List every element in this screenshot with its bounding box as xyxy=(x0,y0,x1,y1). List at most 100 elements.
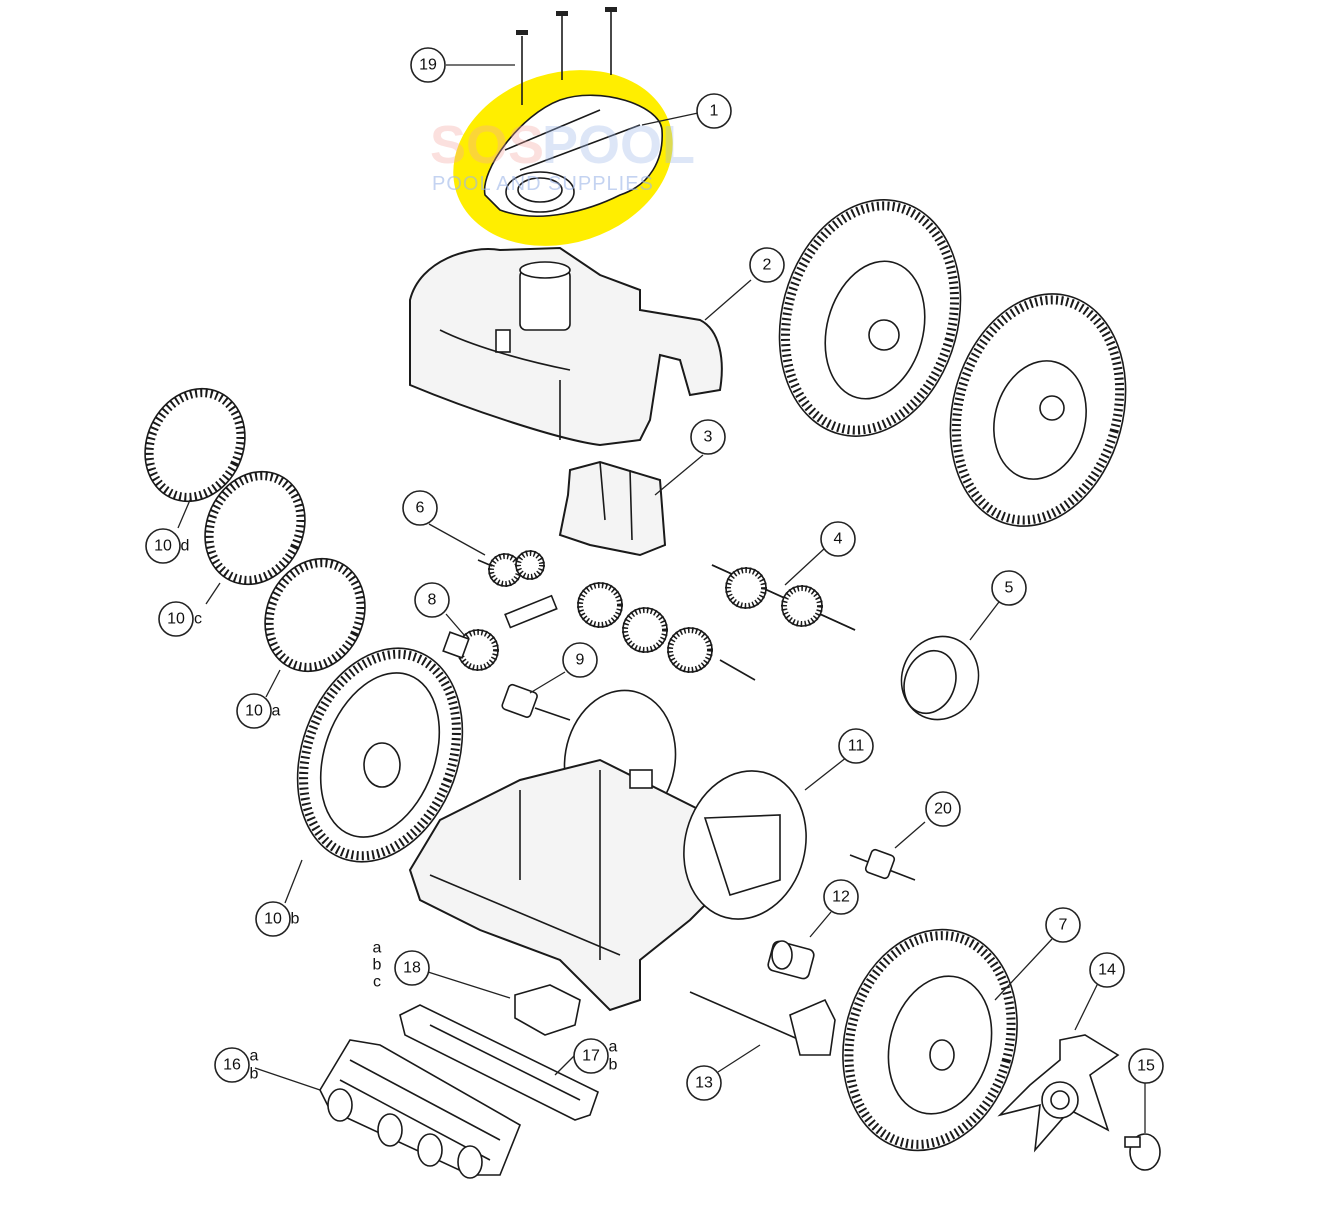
callout-suffix: a xyxy=(373,940,382,957)
leader-lines xyxy=(177,64,1146,1133)
callout-number: 18 xyxy=(403,960,421,977)
top-cover-part-1 xyxy=(483,94,663,217)
callout-circle xyxy=(823,879,859,915)
tire-ring-part-10d xyxy=(144,387,246,503)
callout-circle xyxy=(749,247,785,283)
callout-19: 19 xyxy=(410,47,446,83)
callout-2: 2 xyxy=(749,247,785,283)
tire-ring-part-10a xyxy=(264,557,366,673)
callout-5: 5 xyxy=(991,570,1027,606)
callout-number: 4 xyxy=(834,531,843,548)
callout-7: 7 xyxy=(1045,907,1081,943)
callout-10a: 10 a xyxy=(236,693,281,729)
callout-circle xyxy=(1128,1048,1164,1084)
callout-number: 11 xyxy=(848,738,865,755)
pivot-part-20 xyxy=(849,848,916,881)
callout-circle xyxy=(158,601,194,637)
callout-number: 15 xyxy=(1137,1058,1155,1075)
callout-20: 20 xyxy=(925,791,961,827)
watermark-logo: SOS POOL POOL AND SUPPLIES xyxy=(430,115,695,195)
callout-circle xyxy=(214,1047,250,1083)
axle-part-13 xyxy=(689,991,836,1056)
callout-number: 5 xyxy=(1005,580,1014,597)
gear-part-6 xyxy=(477,550,545,587)
hubcap-part-14 xyxy=(997,1034,1120,1153)
callout-8: 8 xyxy=(414,582,450,618)
callout-4: 4 xyxy=(820,521,856,557)
callout-number: 17 xyxy=(582,1048,600,1065)
callout-12: 12 xyxy=(823,879,859,915)
bushing-part-12 xyxy=(767,940,815,980)
cap-part-5 xyxy=(900,635,980,721)
callout-circle xyxy=(562,642,598,678)
watermark-brand-right: POOL xyxy=(542,115,695,175)
callout-suffix: c xyxy=(373,974,381,991)
callout-circle xyxy=(820,521,856,557)
callout-9: 9 xyxy=(562,642,598,678)
callout-14: 14 xyxy=(1089,952,1125,988)
callout-circle xyxy=(838,728,874,764)
chassis xyxy=(408,689,721,1012)
callout-number: 10 xyxy=(245,703,263,720)
callout-number: 16 xyxy=(223,1057,241,1074)
callout-number: 12 xyxy=(832,889,850,906)
wheel-part-10b xyxy=(296,647,464,863)
callout-suffix: a xyxy=(250,1048,259,1065)
callout-number: 1 xyxy=(710,103,719,120)
callout-suffix: d xyxy=(181,538,190,555)
track-part-17 xyxy=(399,1004,599,1121)
callout-11: 11 xyxy=(838,728,874,764)
callout-number: 6 xyxy=(416,500,425,517)
gear-train xyxy=(504,582,756,681)
callout-number: 8 xyxy=(428,592,437,609)
tire-ring-part-10c xyxy=(204,470,306,586)
track-part-16 xyxy=(319,1039,522,1179)
callout-suffix: b xyxy=(609,1057,618,1074)
callout-15: 15 xyxy=(1128,1048,1164,1084)
callout-circle xyxy=(402,490,438,526)
callout-suffix: b xyxy=(373,957,382,974)
skirt-part-18 xyxy=(514,984,581,1036)
callout-circle xyxy=(255,901,291,937)
callout-circle xyxy=(410,47,446,83)
callout-circle xyxy=(1045,907,1081,943)
wheel-upper-right xyxy=(949,293,1127,527)
callout-6: 6 xyxy=(402,490,438,526)
drive-gear-part-8 xyxy=(442,629,499,671)
wheel-part-7 xyxy=(842,928,1018,1152)
callout-circle xyxy=(394,950,430,986)
callout-18: 18 abc xyxy=(373,940,430,991)
callout-number: 10 xyxy=(264,911,282,928)
callout-circle xyxy=(991,570,1027,606)
callout-number: 9 xyxy=(576,652,585,669)
callout-suffix: a xyxy=(609,1039,618,1056)
axle-gear-part-4 xyxy=(711,564,856,631)
callout-circle xyxy=(925,791,961,827)
callout-number: 2 xyxy=(763,257,772,274)
watermark-brand-left: SOS xyxy=(430,115,544,175)
screw-part-19 xyxy=(516,7,617,105)
callout-circle xyxy=(1089,952,1125,988)
side-flap-part-11 xyxy=(683,770,807,920)
callout-13: 13 xyxy=(686,1065,722,1101)
callout-circle xyxy=(686,1065,722,1101)
callout-suffix: b xyxy=(250,1066,259,1083)
callout-number: 10 xyxy=(154,538,172,555)
callout-number: 3 xyxy=(704,429,713,446)
callout-number: 19 xyxy=(419,57,437,74)
callout-number: 20 xyxy=(934,801,952,818)
callout-circle xyxy=(696,93,732,129)
callout-circle xyxy=(573,1038,609,1074)
callout-16: 16 ab xyxy=(214,1047,259,1083)
bushing-part-9 xyxy=(501,683,571,721)
callout-10d: 10 d xyxy=(145,528,190,564)
watermark-tagline: POOL AND SUPPLIES xyxy=(432,173,654,195)
wheel-upper-left xyxy=(778,199,962,437)
callout-17: 17 ab xyxy=(573,1038,618,1074)
callout-suffix: a xyxy=(272,703,281,720)
callout-suffix: c xyxy=(194,611,202,628)
